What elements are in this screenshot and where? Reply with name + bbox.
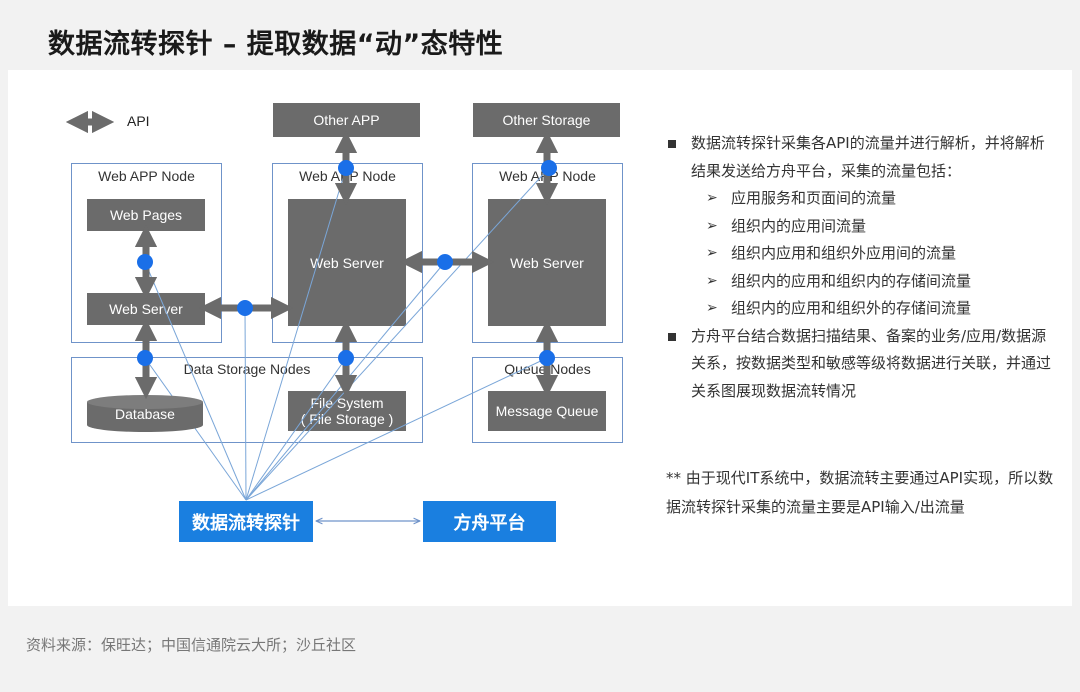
web-app-node-label-1: Web APP Node bbox=[98, 168, 195, 184]
arrow-bullet-icon: ➢ bbox=[706, 217, 718, 234]
sub-item-text: 组织内应用和组织外应用间的流量 bbox=[731, 244, 957, 262]
sub-item-text: 组织内的应用间流量 bbox=[731, 216, 867, 235]
sub-item: ➢ 组织内的应用和组织外的存储间流量 bbox=[664, 295, 1054, 323]
probe-point bbox=[437, 254, 453, 270]
probe-point bbox=[338, 350, 354, 366]
probe-point bbox=[137, 254, 153, 270]
web-server-mid-box: Web Server bbox=[288, 199, 406, 326]
sub-item: ➢ 应用服务和页面间的流量 bbox=[664, 185, 1054, 213]
sub-item: ➢ 组织内应用和组织外应用间的流量 bbox=[664, 240, 1054, 268]
arrow-bullet-icon: ➢ bbox=[706, 272, 718, 289]
probe-point bbox=[237, 300, 253, 316]
bullet-item: 方舟平台结合数据扫描结果、备案的业务/应用/数据源关系，按数据类型和敏感等级将数… bbox=[664, 323, 1054, 406]
sub-item: ➢ 组织内的应用间流量 bbox=[664, 213, 1054, 241]
probe-point bbox=[338, 160, 354, 176]
web-server-right-box: Web Server bbox=[488, 199, 606, 326]
arrow-bullet-icon: ➢ bbox=[706, 190, 718, 206]
data-storage-nodes-frame: Data Storage Nodes bbox=[71, 357, 423, 443]
database-label: Database bbox=[115, 406, 175, 422]
probe-box: 数据流转探针 bbox=[179, 501, 313, 542]
probe-point bbox=[539, 350, 555, 366]
footnote: ** 由于现代IT系统中，数据流转主要通过API实现，所以数据流转探针采集的流量… bbox=[666, 469, 1054, 516]
sub-item: ➢ 组织内的应用和组织内的存储间流量 bbox=[664, 268, 1054, 296]
arrow-bullet-icon: ➢ bbox=[706, 300, 718, 316]
probe-point bbox=[137, 350, 153, 366]
bullet-item: 数据流转探针采集各API的流量并进行解析，并将解析结果发送给方舟平台，采集的流量… bbox=[664, 130, 1054, 185]
file-system-line1: File System bbox=[310, 395, 384, 411]
message-queue-box: Message Queue bbox=[488, 391, 606, 431]
source-credit: 资料来源：保旺达；中国信通院云大所；沙丘社区 bbox=[26, 636, 357, 654]
bullet-list: 数据流转探针采集各API的流量并进行解析，并将解析结果发送给方舟平台，采集的流量… bbox=[664, 130, 1054, 405]
probe-lines bbox=[144, 167, 550, 501]
database-cylinder: Database bbox=[87, 395, 203, 432]
platform-box: 方舟平台 bbox=[423, 501, 556, 542]
arrow-bullet-icon: ➢ bbox=[706, 245, 718, 261]
data-storage-nodes-label: Data Storage Nodes bbox=[183, 361, 311, 377]
probe-point bbox=[541, 160, 557, 176]
sub-item-text: 应用服务和页面间的流量 bbox=[731, 189, 897, 207]
sub-item-text: 组织内的应用和组织内的存储间流量 bbox=[731, 271, 972, 290]
legend-api-label: API bbox=[127, 113, 150, 129]
sub-item-text: 组织内的应用和组织外的存储间流量 bbox=[731, 299, 972, 317]
page-title: 数据流转探针 – 提取数据“动”态特性 bbox=[48, 29, 504, 60]
